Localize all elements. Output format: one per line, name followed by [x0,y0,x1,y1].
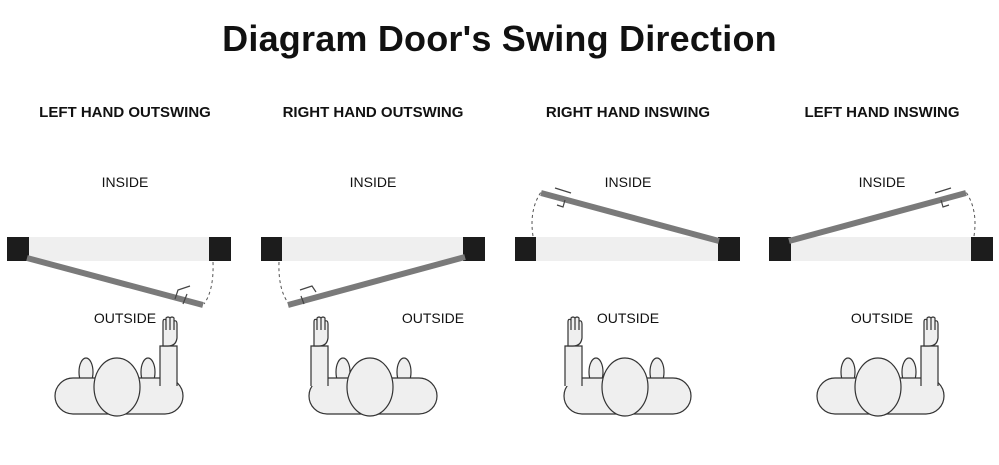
outside-label: OUTSIDE [596,310,660,326]
inside-label: INSIDE [349,174,397,190]
door-leaf [26,255,204,308]
inside-label: INSIDE [604,174,652,190]
swing-arc [531,191,542,237]
strike-post [971,237,993,261]
door-diagram [769,187,993,417]
person-figure-icon [308,316,438,417]
swing-arc [278,261,290,305]
swing-arc [965,191,976,237]
panel-heading: LEFT HAND OUTSWING [39,104,211,121]
person-figure-icon [54,316,184,417]
inside-label: INSIDE [858,174,906,190]
door-handle-icon [554,187,572,208]
door-leaf [540,190,720,244]
door-diagram [261,237,485,417]
hinge-post [463,237,485,261]
panel-right-hand-inswing: RIGHT HAND INSWING INSIDE OUTSIDE [503,0,753,465]
person-figure-icon [816,316,945,417]
door-handle-icon [934,187,952,208]
door-opening [282,237,463,261]
strike-post [261,237,282,261]
door-handle-icon [174,285,191,305]
strike-post [209,237,231,261]
door-leaf [788,190,967,244]
person-figure-icon [563,316,692,417]
outside-label: OUTSIDE [401,310,465,326]
hinge-post [769,237,791,261]
inside-label: INSIDE [101,174,149,190]
panel-heading: RIGHT HAND OUTSWING [282,104,464,121]
door-leaf [287,254,466,308]
panel-heading: LEFT HAND INSWING [804,104,960,121]
panel-right-hand-outswing: RIGHT HAND OUTSWING INSIDE OUTSIDE [248,0,498,465]
panel-heading: RIGHT HAND INSWING [545,104,711,121]
door-diagram [515,187,740,417]
panel-left-hand-inswing: LEFT HAND INSWING INSIDE OUTSIDE [757,0,999,465]
swing-arc [203,261,214,305]
hinge-post [7,237,29,261]
door-diagram [7,237,231,417]
door-opening [791,237,971,261]
door-handle-icon [299,285,317,305]
outside-label: OUTSIDE [850,310,914,326]
page-title: Diagram Door's Swing Direction [222,18,777,59]
door-opening [536,237,718,261]
strike-post [515,237,536,261]
outside-label: OUTSIDE [93,310,157,326]
hinge-post [718,237,740,261]
door-opening [29,237,209,261]
panel-left-hand-outswing: LEFT HAND OUTSWING INSIDE OUTSIDE [0,0,250,465]
